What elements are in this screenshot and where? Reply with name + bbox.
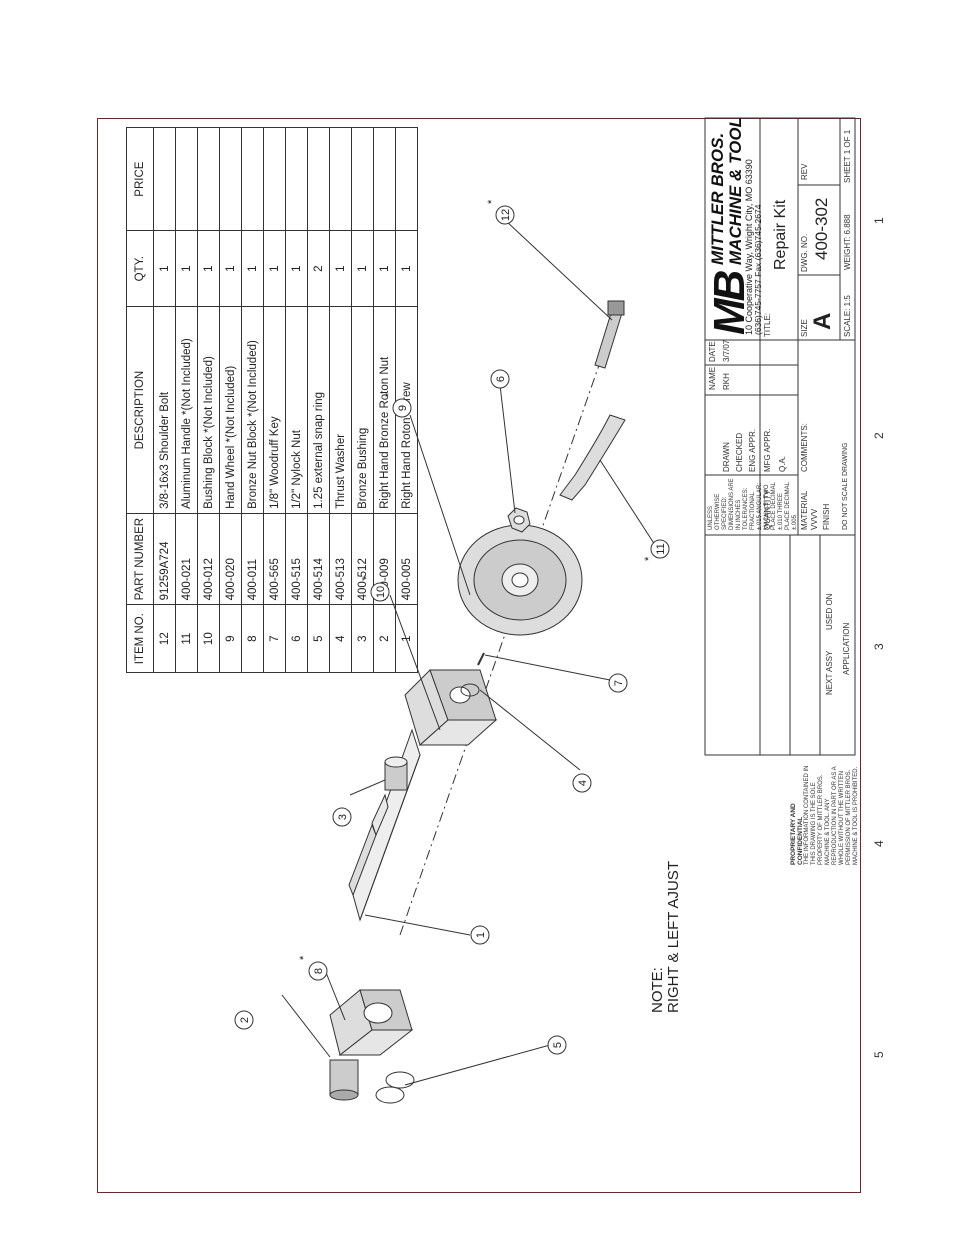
callout-5: 5 [552,1042,564,1048]
leader-line [324,969,346,1021]
callout-balloon [234,1010,254,1030]
callout-4: 4 [577,780,589,786]
callout-balloon [308,961,328,981]
dwg-no-label: DWG. NO. [800,233,809,272]
rev-label: REV [800,163,809,180]
no-scale-note: DO NOT SCALE DRAWING [842,442,849,530]
roton-screw [348,728,421,922]
callout-7: 7 [613,680,625,686]
shoulder-bolt [594,300,625,369]
drawn-label: DRAWN [722,442,731,472]
callout-star: * [383,392,395,397]
leader-line [484,654,611,681]
thrust-washer [460,683,480,697]
company-name-line1: MITTLER BROS. [708,132,727,265]
callout-star: * [643,556,655,561]
callout-balloon [490,369,510,389]
qa-label: Q.A. [778,455,787,472]
leader-line [404,1044,551,1086]
callout-3: 3 [337,814,349,820]
company-phone: (636)745-7757 Fax (636)745-2674 [753,204,763,335]
callout-2: 2 [239,1017,251,1023]
callout-balloon [650,539,670,559]
callout-balloon [572,773,592,793]
callout-6: 6 [495,376,507,382]
nylock-nut [507,507,531,533]
drawing-title: Repair Kit [772,199,789,270]
proprietary-notice: PROPRIETARY AND CONFIDENTIAL THE INFORMA… [790,760,860,865]
material-label: MATERIAL [800,490,809,530]
aluminum-handle [559,414,626,501]
comments-label: COMMENTS: [800,423,809,472]
finish-label: FINISH [822,503,831,530]
name-column-label: NAME [708,366,717,390]
eng-appr-label: ENG APPR. [748,428,757,472]
callout-8: 8 [313,968,325,974]
bushing-block [404,669,498,746]
next-assy-label: NEXT ASSY [825,650,834,695]
callout-12: 12 [500,209,512,221]
company-name-line2: MACHINE & TOOL [726,117,745,265]
title-label: TITLE: [763,312,772,337]
snap-ring [385,1071,415,1089]
drawn-date: 3/7/07 [722,339,731,362]
drawing-number: 400-302 [812,197,831,260]
callout-star: * [486,199,498,204]
checked-label: CHECKED [735,432,744,472]
callout-balloon [470,925,490,945]
material-value: VVVV [810,508,819,530]
callout-star: * [298,955,310,960]
date-column-label: DATE [708,341,717,362]
woodruff-key [477,652,485,666]
hand-wheel [457,524,583,636]
callout-1: 1 [475,932,487,938]
scale: SCALE: 1:5 [843,295,852,337]
used-on-label: USED ON [825,593,834,630]
tolerance-note: UNLESS OTHERWISE SPECIFIED: DIMENSIONS A… [708,478,798,530]
leader-line [479,689,581,771]
callout-10: 10 [375,586,387,598]
callout-balloon [495,205,515,225]
quantity-label: QUANTITY [763,489,772,530]
leader-line [409,414,471,596]
roton-nut [329,1059,359,1101]
drawn-by: RKH [722,373,731,390]
leader-line [349,779,386,796]
size-label: SIZE [800,319,809,337]
drawing-size: A [809,312,836,330]
proprietary-text: THE INFORMATION CONTAINED IN THIS DRAWIN… [804,765,859,865]
leader-line [599,459,656,546]
callout-balloon [370,582,390,602]
callout-star: * [361,575,373,580]
callout-11: 11 [655,543,667,554]
callout-balloon [608,673,628,693]
leader-line [499,384,516,514]
callout-balloon [332,807,352,827]
mfg-appr-label: MFG APPR. [763,428,772,472]
weight: WEIGHT: 6.888 [843,214,852,270]
callout-9: 9 [397,405,409,411]
callout-balloon [392,398,412,418]
application-label: APPLICATION [842,622,851,675]
leader-line [364,914,471,936]
sheet-number: SHEET 1 OF 1 [843,129,852,183]
leader-line [389,594,441,731]
snap-ring [375,1086,405,1104]
proprietary-title: PROPRIETARY AND CONFIDENTIAL [790,803,804,865]
leader-line [281,994,331,1058]
leader-line [504,219,613,321]
bronze-bushing [384,756,408,791]
bronze-nut-block [329,989,414,1056]
title-block-grid [704,117,856,756]
callout-balloon [547,1035,567,1055]
